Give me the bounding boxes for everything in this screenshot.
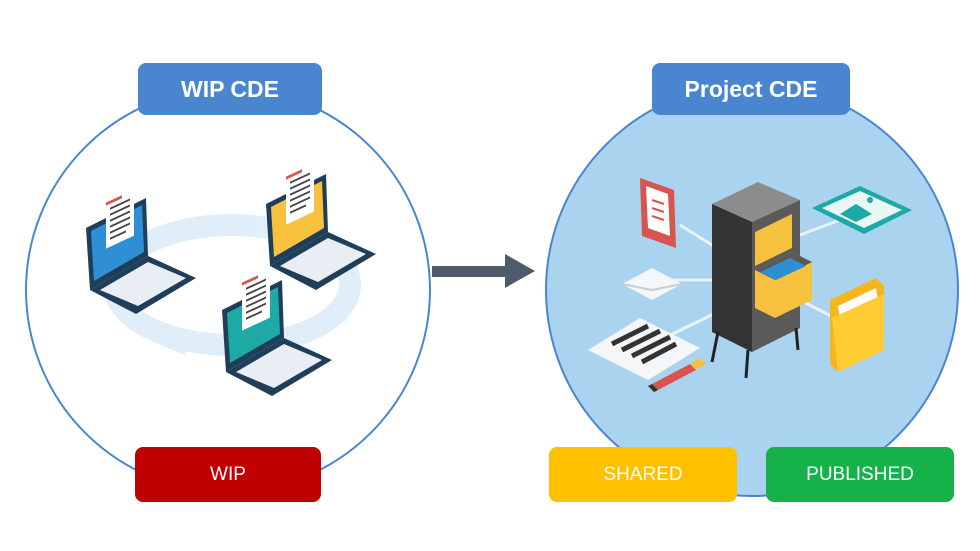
image-icon	[812, 186, 912, 234]
arrow-right-icon	[432, 254, 535, 288]
pen-icon	[648, 358, 706, 392]
document-icon	[640, 178, 676, 248]
wip-status-badge: WIP	[135, 447, 321, 502]
wip-cde-title: WIP CDE	[138, 63, 322, 115]
wip-cde-circle	[25, 87, 431, 493]
filing-cabinet-icon	[710, 182, 812, 379]
laptop-icon	[222, 265, 332, 396]
project-cde-title: Project CDE	[652, 63, 850, 115]
published-status-badge: PUBLISHED	[766, 447, 954, 502]
laptop-icon	[266, 159, 376, 290]
folder-icon	[830, 278, 884, 372]
laptop-icon	[86, 185, 196, 314]
envelope-icon	[621, 268, 683, 300]
document-icon	[588, 318, 700, 380]
shared-status-badge: SHARED	[549, 447, 737, 502]
